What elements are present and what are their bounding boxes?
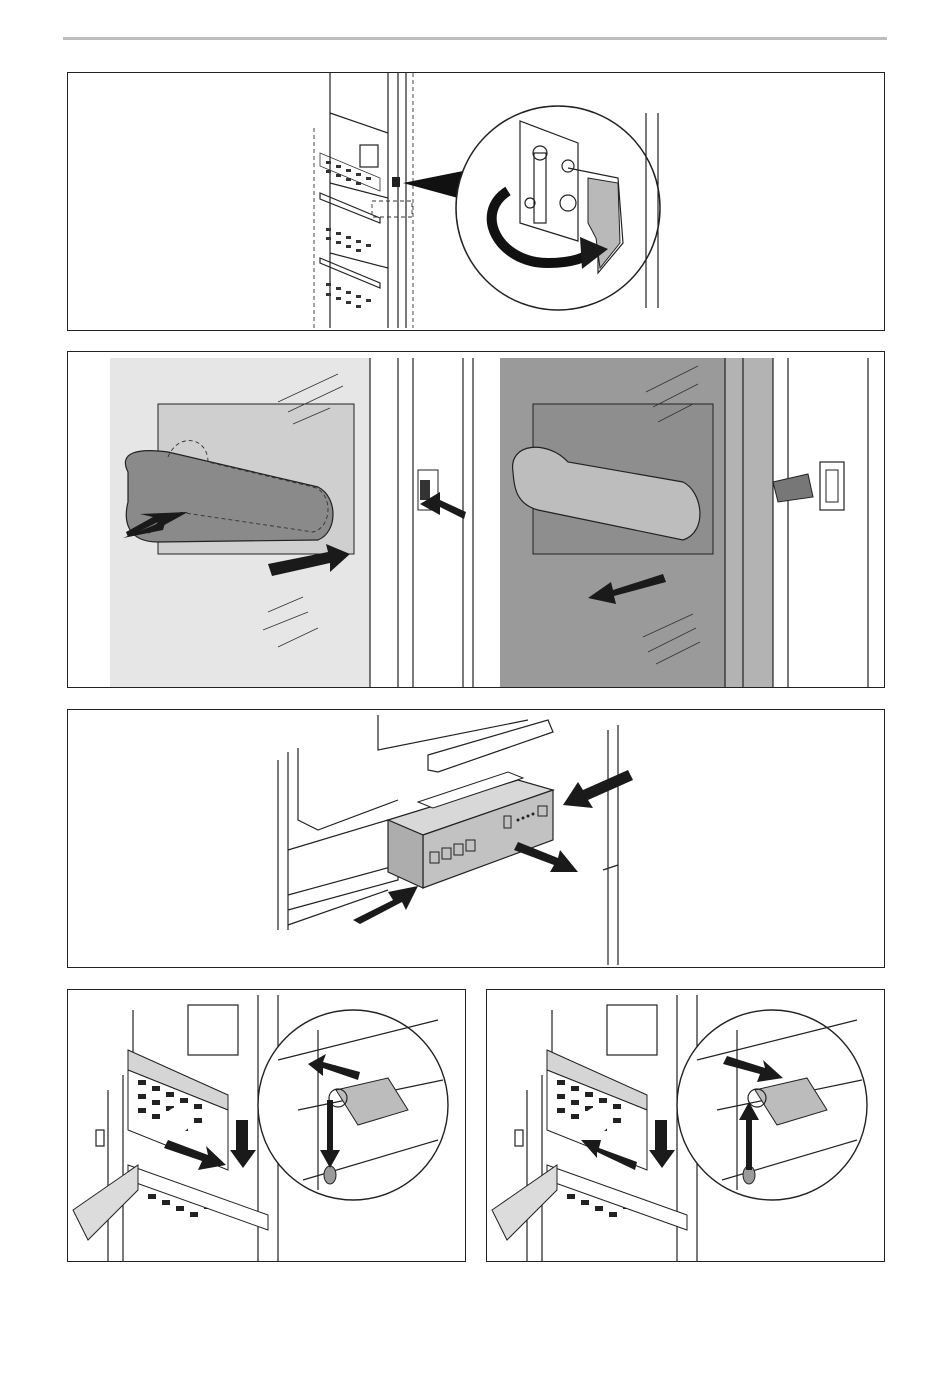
shelf-insertion-illustration xyxy=(487,990,885,1262)
handle-illustration xyxy=(68,352,885,688)
arrow-icon xyxy=(563,770,633,808)
door-hinge-right xyxy=(773,474,813,502)
hinge-marker xyxy=(392,177,400,187)
zoom-circle xyxy=(456,106,660,310)
control-panel-box xyxy=(388,772,553,888)
figure-door-handle-removal xyxy=(67,351,885,688)
arrow-icon xyxy=(353,886,418,924)
control-panel-illustration xyxy=(68,710,885,968)
shelf-removal-illustration xyxy=(68,990,466,1262)
appliance-body xyxy=(314,73,413,328)
step-marker xyxy=(584,1107,610,1133)
figure-control-panel-removal xyxy=(67,709,885,968)
arrow-icon xyxy=(514,842,578,872)
grid-pattern xyxy=(326,161,371,308)
step-marker xyxy=(165,1107,191,1133)
figure-door-hinge-adjustment xyxy=(67,72,885,331)
callout-pointer xyxy=(403,171,463,198)
arrow-icon xyxy=(649,1120,675,1168)
figure-shelf-insertion xyxy=(486,989,885,1262)
header-rule xyxy=(63,37,887,40)
clip xyxy=(360,145,378,167)
figure-shelf-removal xyxy=(67,989,466,1262)
arrow-icon xyxy=(230,1120,256,1168)
hinge-illustration xyxy=(68,73,885,331)
